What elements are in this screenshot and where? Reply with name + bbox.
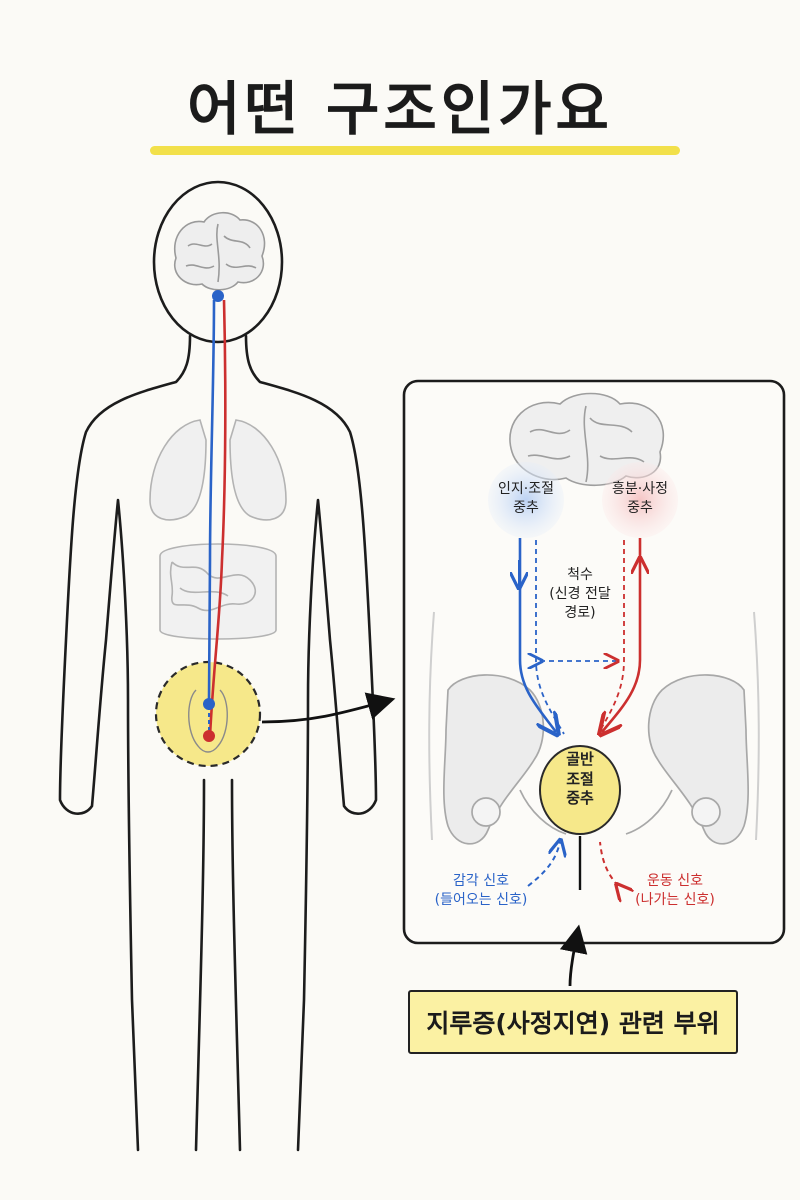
body-outline xyxy=(58,180,378,1152)
spinal-cord-label: 척수 (신경 전달 경로) xyxy=(549,567,611,621)
label-pointer-arrow xyxy=(559,924,588,987)
body-brain-icon xyxy=(173,211,266,291)
related-area-label: 지루증(사정지연) 관련 부위 xyxy=(408,990,738,1054)
motor-down-line xyxy=(602,538,642,732)
motor-out-arrow xyxy=(599,841,618,886)
zoom-arrow xyxy=(261,692,396,724)
body-motor-line xyxy=(208,299,227,737)
intestines-icon xyxy=(159,543,277,640)
motor-signal-label: 운동 신호 (나가는 신호) xyxy=(635,873,715,908)
sensory-in-arrow xyxy=(527,842,560,887)
pelvic-center-node xyxy=(539,745,621,835)
pelvic-red-node xyxy=(203,730,215,742)
inset-brain-icon xyxy=(509,392,665,487)
cognitive-center-glow xyxy=(488,462,564,538)
sensory-signal-label: 감각 신호 (들어오는 신호) xyxy=(434,873,528,908)
lungs-icon xyxy=(149,419,287,521)
pelvic-center-label: 골반 조절 중추 xyxy=(566,750,594,807)
page-title: 어떤 구조인가요 xyxy=(187,75,613,143)
brain-node xyxy=(212,290,224,302)
pelvis-icon xyxy=(442,674,750,845)
title-underline xyxy=(150,146,680,155)
cognitive-center-label: 인지·조절 중추 xyxy=(498,481,554,516)
excitation-center-label: 흥분·사정 중추 xyxy=(612,481,668,516)
body-sensory-line xyxy=(207,299,216,701)
excitation-center-glow xyxy=(602,462,678,538)
pelvic-blue-node xyxy=(203,698,215,710)
sensory-down-line xyxy=(518,538,556,732)
